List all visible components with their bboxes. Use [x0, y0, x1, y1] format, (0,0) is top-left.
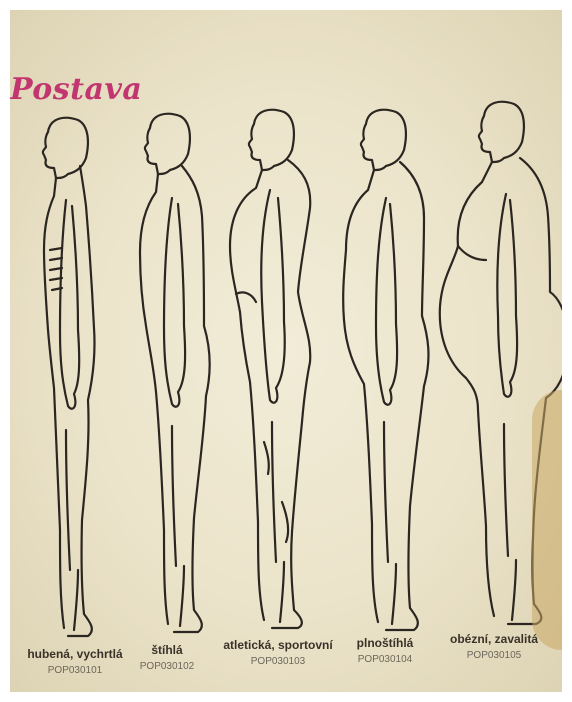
figure-label-plump: plnoštíhlá [340, 636, 430, 650]
figures-drawing [10, 10, 562, 692]
figure-label-obese: obézní, zavalitá [434, 632, 554, 646]
front-outline [140, 174, 168, 624]
inner-leg [384, 422, 396, 624]
muscle-lines [236, 292, 288, 542]
figure-code-thin: POP030101 [20, 665, 130, 676]
back-outline [508, 158, 562, 624]
arm-outline [60, 200, 79, 409]
figure-code-slim: POP030102 [132, 661, 202, 672]
figure-obese-outline [440, 102, 562, 624]
inner-leg [66, 430, 78, 630]
head-outline [361, 110, 406, 170]
head-outline [145, 114, 190, 174]
back-outline [68, 166, 95, 636]
inner-leg [504, 424, 516, 620]
body-type-chart: Postava [10, 10, 562, 692]
front-outline [343, 170, 378, 622]
front-outline [230, 170, 264, 620]
figure-label-slim: štíhlá [132, 643, 202, 657]
figure-code-obese: POP030105 [434, 650, 554, 661]
figure-code-athletic: POP030103 [210, 656, 346, 667]
figure-slim-outline [140, 114, 210, 632]
figure-label-thin: hubená, vychrtlá [20, 647, 130, 661]
figure-thin-outline [43, 118, 95, 636]
inner-leg [172, 426, 184, 626]
figure-label-athletic: atletická, sportovní [210, 638, 346, 652]
arm-outline [376, 198, 397, 405]
arm-outline [497, 194, 517, 397]
figure-code-plump: POP030104 [340, 654, 430, 665]
front-outline [440, 162, 494, 616]
front-outline [44, 178, 64, 628]
figure-plump-outline [343, 110, 428, 630]
inner-leg [272, 422, 284, 622]
arm-outline [261, 190, 284, 403]
belly-fold [458, 246, 486, 260]
arm-outline [164, 198, 185, 407]
figure-athletic-outline [230, 110, 310, 628]
head-outline [249, 110, 294, 170]
head-outline [479, 102, 524, 162]
